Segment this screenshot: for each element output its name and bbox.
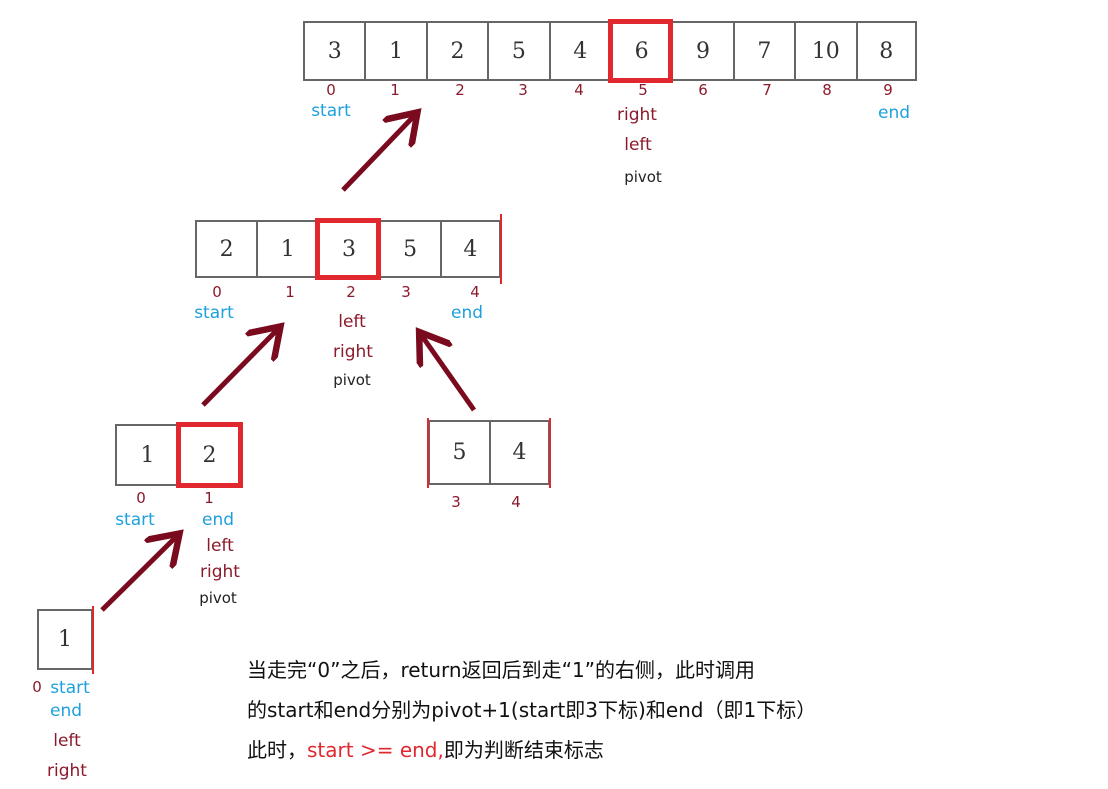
index-label: 8: [822, 81, 832, 99]
note-line-3: 此时，start >= end,即为判断结束标志: [247, 730, 816, 770]
arrow-level3-right-to-level2: [422, 336, 477, 412]
arrow-level2-to-level1: [341, 116, 414, 192]
index-label: 1: [204, 489, 214, 507]
index-label: 9: [883, 81, 893, 99]
label-left-l1: left: [624, 135, 652, 155]
index-label: 3: [401, 283, 411, 301]
label-end-l2: end: [450, 303, 484, 323]
label-end-l4: end: [49, 701, 83, 721]
boundary-line-l3r-left: [427, 418, 429, 488]
label-left-l2: left: [338, 312, 366, 332]
array-cell: 4: [548, 21, 610, 81]
index-label: 0: [326, 81, 336, 99]
array-cell: 5: [487, 21, 549, 81]
array-cell: 2: [195, 220, 257, 278]
label-right-l3: right: [200, 562, 240, 582]
pivot-cell: 3: [315, 218, 381, 280]
array-cell: 7: [732, 21, 795, 81]
index-label: 5: [638, 81, 648, 99]
note-line-1: 当走完“0”之后，return返回后到走“1”的右侧，此时调用: [247, 658, 756, 682]
array-cell: 2: [425, 21, 488, 81]
array-level4: 1: [37, 609, 93, 670]
index-label: 0: [32, 678, 42, 696]
arrow-level4-to-level3: [100, 537, 176, 612]
array-cell: 8: [855, 21, 917, 81]
array-cell: 4: [489, 420, 550, 485]
index-label: 2: [455, 81, 465, 99]
index-label: 2: [346, 283, 356, 301]
boundary-line-l4: [92, 606, 94, 674]
index-label: 1: [390, 81, 400, 99]
array-cell: 3: [303, 21, 365, 81]
index-label: 1: [285, 283, 295, 301]
label-pivot-l3: pivot: [199, 589, 237, 607]
index-label: 4: [574, 81, 584, 99]
label-end-l1: end: [877, 103, 911, 123]
label-right-l2: right: [333, 342, 373, 362]
pivot-cell: 6: [607, 19, 674, 83]
label-left-l4: left: [53, 731, 81, 751]
pivot-cell: 2: [176, 422, 243, 488]
index-label: 0: [136, 489, 146, 507]
label-pivot-l2: pivot: [333, 371, 371, 389]
array-cell: 1: [256, 220, 318, 278]
label-start-l2: start: [194, 303, 234, 323]
array-cell: 10: [794, 21, 856, 81]
note-line-3-suffix: 即为判断结束标志: [443, 738, 604, 762]
arrow-level3-left-to-level2: [201, 330, 277, 407]
label-start-l1: start: [311, 101, 351, 121]
array-cell: 4: [439, 220, 501, 278]
label-right-l1: right: [617, 105, 657, 125]
array-cell: 5: [428, 420, 489, 485]
label-pivot-l1: pivot: [624, 168, 662, 186]
index-label: 0: [212, 283, 222, 301]
label-end-l3: end: [201, 510, 235, 530]
boundary-line-l3r-right: [549, 418, 551, 488]
label-start-l3: start: [115, 510, 155, 530]
index-label: 4: [511, 493, 521, 511]
label-start-l4: start: [50, 678, 90, 698]
array-cell: 9: [671, 21, 733, 81]
index-label: 6: [698, 81, 708, 99]
explanation-note: 当走完“0”之后，return返回后到走“1”的右侧，此时调用 的start和e…: [247, 650, 816, 770]
index-label: 3: [451, 493, 461, 511]
note-condition: start >= end,: [307, 738, 444, 762]
index-label: 3: [518, 81, 528, 99]
label-right-l4: right: [47, 761, 87, 781]
note-line-3-prefix: 此时，: [247, 738, 307, 762]
array-cell: 1: [364, 21, 426, 81]
array-cell: 1: [115, 424, 178, 486]
note-line-2: 的start和end分别为pivot+1(start即3下标)和end（即1下标…: [247, 698, 817, 722]
boundary-line-l2: [500, 214, 502, 284]
array-cell: 5: [378, 220, 440, 278]
index-label: 7: [762, 81, 772, 99]
index-label: 4: [470, 283, 480, 301]
array-cell: 1: [37, 609, 93, 670]
label-left-l3: left: [206, 536, 234, 556]
